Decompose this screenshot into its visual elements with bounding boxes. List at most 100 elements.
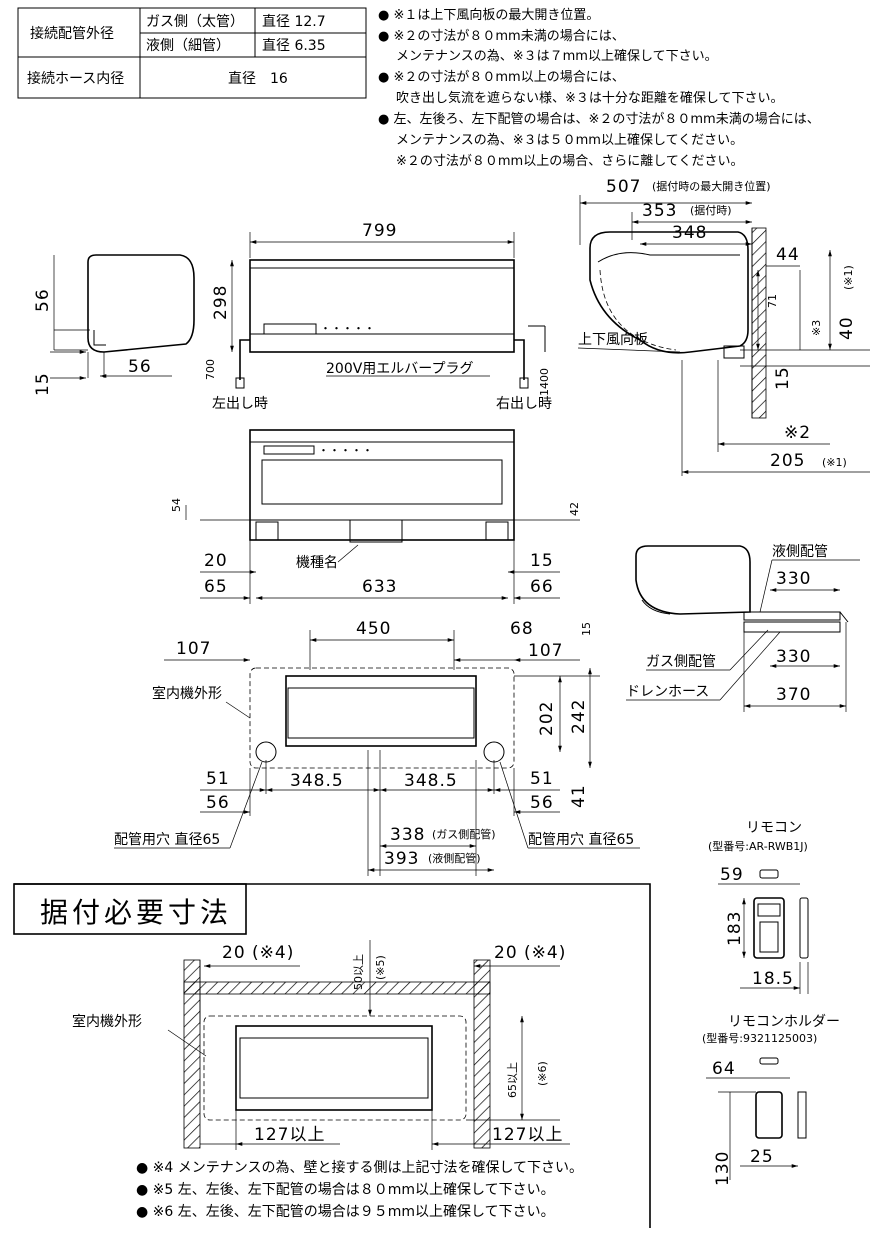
mounting-plate-clearance [235,1025,433,1111]
remote-holder: リモコンホルダー (型番号:9321125003) 64 130 25 [702,1014,840,1186]
dim-20: 20 [204,551,228,571]
indicator-dots: ・・・・・ [320,322,375,335]
dim-71: 71 [766,294,779,308]
install-note-4: ● ※4 メンテナンスの為、壁と接する側は上記寸法を確保して下さい。 [136,1159,583,1176]
wall-hatch [751,227,767,419]
install-note-6: ● ※6 左、左後、左下配管の場合は９５mm以上確保して下さい。 [136,1204,555,1220]
right-gap: 20 (※4) [494,943,566,963]
left-side-view: 56 56 15 [33,254,195,396]
liquid-side-label: 液側（細管） [146,38,230,54]
indoor-outline-dashed [249,667,515,769]
indoor-outline-label: 室内機外形 [152,685,222,702]
dim-15-plate: 15 [580,622,593,636]
pipe-size-label: 接続配管外径 [30,25,114,42]
right-side-view: 507 (据付時の最大開き位置) 353 (据付時) 348 44 71 ※3 … [577,177,870,476]
remote-side [799,897,809,959]
gas-side-value: 直径 12.7 [262,13,326,30]
remote-title: リモコン [746,820,802,836]
dim-338: 338 [390,825,425,845]
dim-242: 242 [569,699,589,734]
dim-205-mark: (※1) [822,456,847,469]
bottom-right-gap: 127以上 [492,1125,563,1145]
dim-348: 348 [672,223,707,243]
dim-56-plate-left: 56 [206,793,230,813]
dim-370: 370 [776,685,811,705]
dim-15-left: 15 [33,372,53,396]
dim-64: 64 [712,1059,736,1079]
dim-393-note: (液側配管) [428,851,481,865]
top-gap: 50以上 [352,954,365,990]
remote-control: リモコン (型番号:AR-RWB1J) 59 183 18.5 [708,820,809,994]
dim-330-top: 330 [776,569,811,589]
gas-pipe-label: ガス側配管 [646,654,716,670]
spec-table: 接続配管外径 ガス側（太管） 直径 12.7 液側（細管） 直径 6.35 接続… [17,7,367,99]
gas-side-label: ガス側（太管） [146,14,244,30]
hole-left-label: 配管用穴 直径65 [114,831,220,848]
dim-353: 353 [642,201,677,221]
dim-56-vertical: 56 [33,288,53,312]
dim-338-note: (ガス側配管) [432,827,496,841]
dim-56-plate-right: 56 [530,793,554,813]
right-side-gap: 65以上 [506,1062,519,1098]
hose-size-label: 接続ホース内径 [27,70,124,87]
dim-107-right: 107 [528,641,563,661]
left-out-label: 左出し時 [212,396,268,412]
dim-298: 298 [211,285,231,320]
dim-66: 66 [530,577,554,597]
indicator-dots: ・・・・・ [318,444,373,457]
install-title: 据付必要寸法 [40,896,232,929]
pipe-hole-right [483,741,505,763]
note-line: ● ※１は上下風向板の最大開き位置。 [378,7,599,23]
dim-107-left: 107 [176,639,211,659]
mounting-plate [285,675,477,747]
dim-393: 393 [384,849,419,869]
dim-1400: 1400 [538,368,551,396]
dim-330-bottom: 330 [776,647,811,667]
model-label-area [349,519,403,543]
front-view: ・・・・・ 799 298 700 1400 200V用エルバープラグ 左出し時… [204,221,552,412]
hose-size-value: 直径 16 [228,70,288,87]
dim-41: 41 [569,784,589,808]
holder-front [755,1091,783,1139]
note-line: ● ※２の寸法が８０mm未満の場合には、 [378,29,625,44]
dim-59: 59 [720,865,744,885]
mark-3: ※3 [810,320,823,336]
dim-205: 205 [770,451,805,471]
note-line: ● 左、左後ろ、左下配管の場合は、※２の寸法が８０mm未満の場合には、 [378,112,820,127]
dim-56-horizontal: 56 [128,357,152,377]
model-name-label: 機種名 [296,555,338,571]
hole-right-label: 配管用穴 直径65 [528,831,634,848]
dim-348-5-right: 348.5 [404,771,458,791]
louver-label: 上下風向板 [578,332,648,348]
indoor-outline-clearance-label: 室内機外形 [72,1013,142,1030]
left-gap: 20 (※4) [222,943,294,963]
note-line: 吹き出し気流を遮らない様、※３は十分な距離を確保して下さい。 [396,90,784,106]
liquid-pipe-label: 液側配管 [772,544,828,560]
plug-label: 200V用エルバープラグ [326,361,473,377]
mounting-plate-view: 450 107 68 107 15 202 242 41 室内機外形 51 56… [114,619,640,876]
holder-title: リモコンホルダー [728,1014,840,1030]
dim-348-5-left: 348.5 [290,771,344,791]
note-line: メンテナンスの為、※３は７mm以上確保して下さい。 [396,48,718,64]
dim-51-right: 51 [530,769,554,789]
dim-183: 183 [725,911,745,946]
dim-18-5: 18.5 [752,969,794,989]
dim-15-right: 15 [773,366,793,390]
bottom-left-gap: 127以上 [254,1125,325,1145]
dim-44: 44 [776,245,800,265]
remote-model: (型番号:AR-RWB1J) [708,839,808,853]
dim-40-mark: (※1) [842,265,855,290]
dim-130: 130 [713,1151,733,1186]
dim-507-note: (据付時の最大開き位置) [652,179,771,193]
dim-68: 68 [510,619,534,639]
liquid-side-value: 直径 6.35 [262,37,326,54]
note-line: ● ※２の寸法が８０mm以上の場合には、 [378,70,625,85]
remote-front [753,897,785,959]
dim-51-left: 51 [206,769,230,789]
top-notes: ● ※１は上下風向板の最大開き位置。 ● ※２の寸法が８０mm未満の場合には、 … [378,7,820,169]
installation-clearance-box: 据付必要寸法 20 (※4) 20 (※4) 50以上 (※5) 65以上 (※… [13,883,651,1228]
piping-side-view: 液側配管 330 ガス側配管 330 ドレンホース 370 [626,544,860,712]
indoor-outline-clearance [203,1015,467,1121]
top-gap-mark: (※5) [374,955,387,980]
